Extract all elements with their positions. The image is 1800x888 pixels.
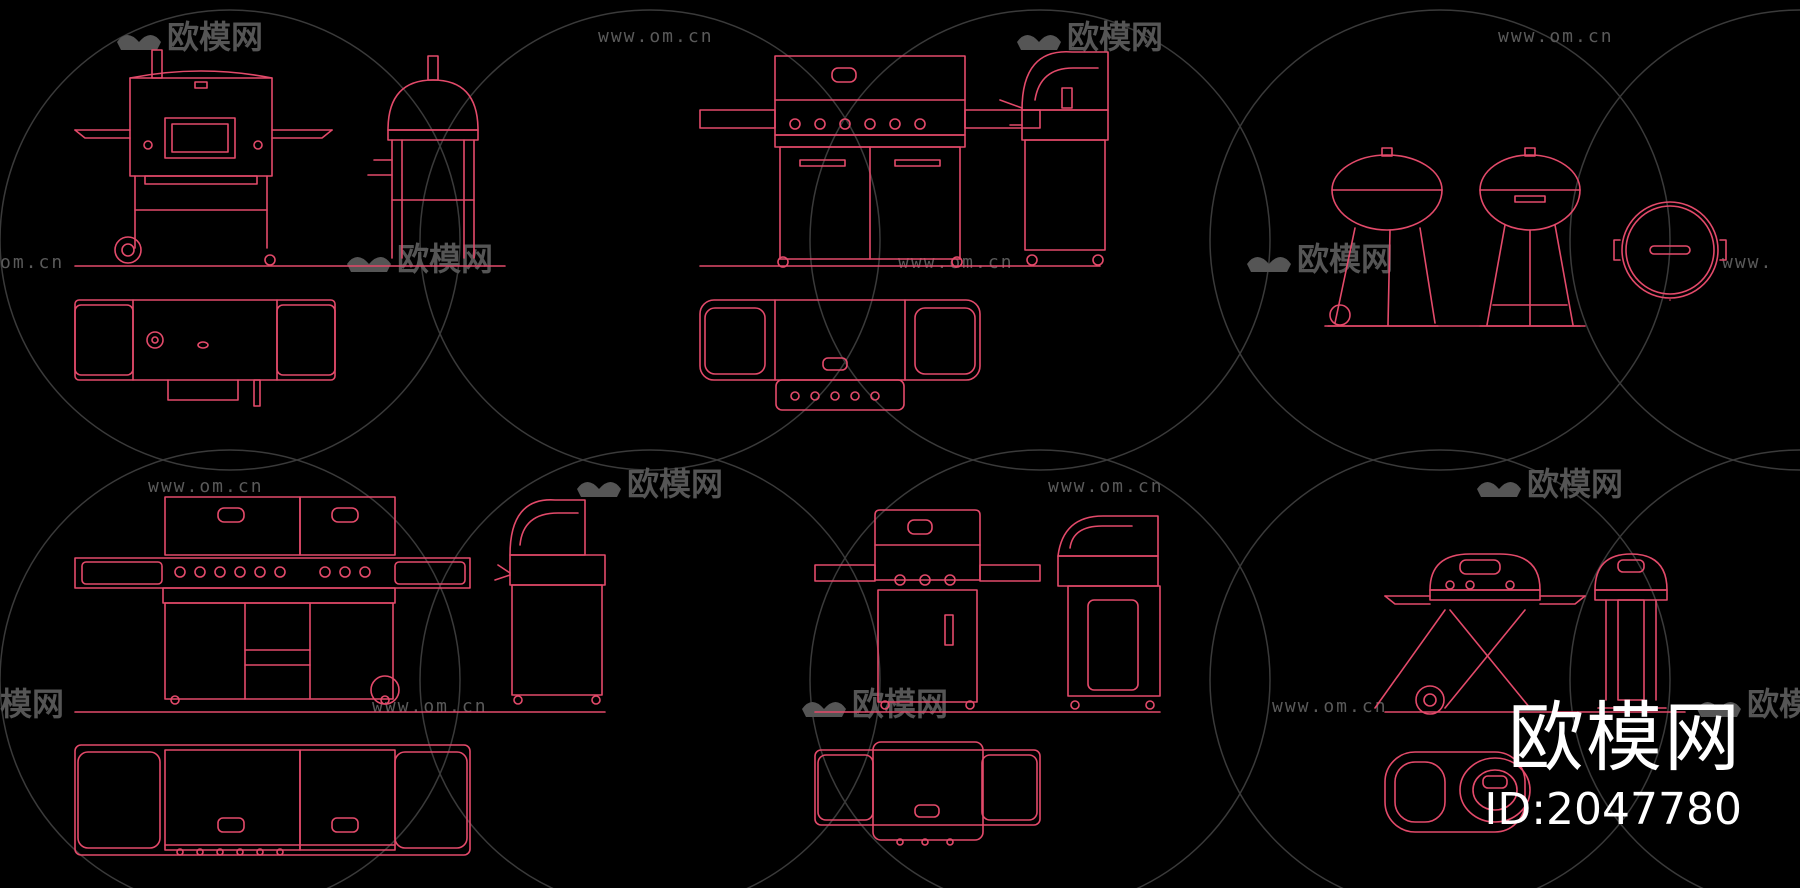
three-burner-gas-grill-side-view	[999, 51, 1109, 266]
ground-line	[74, 265, 1686, 713]
watermark-brand: 欧模网	[167, 18, 263, 56]
two-burner-gas-grill-side-view	[1057, 515, 1161, 710]
watermark-url: www.om.cn	[1048, 476, 1164, 497]
two-burner-gas-grill-top-view	[814, 741, 1041, 846]
six-burner-gas-grill-front-view	[74, 496, 471, 705]
pellet-smoker-grill-side-view	[367, 55, 479, 259]
pellet-smoker-grill-top-view	[74, 299, 336, 407]
portable-folding-grill-side-view	[1594, 553, 1668, 709]
watermark-logos: 欧模网 欧模网 欧模网 欧模网 欧模网 欧模网 欧模网 欧模网	[0, 18, 1800, 723]
watermark-brand: 欧模网	[397, 240, 493, 278]
watermark-url: www.om.cn	[1272, 696, 1388, 717]
overlay-brand: 欧模网	[1508, 693, 1742, 782]
watermark-url: www.om.cn	[898, 252, 1014, 273]
portable-folding-grill-top-view	[1384, 751, 1531, 833]
two-burner-gas-grill-front-view	[814, 509, 1041, 710]
kettle-charcoal-grill-top-view	[1613, 201, 1727, 299]
watermark-circles	[0, 9, 1800, 888]
portable-folding-grill-front-view	[1374, 553, 1586, 715]
overlay-id: ID:2047780	[1484, 784, 1742, 835]
watermark-brand-partial: 模网	[0, 685, 64, 723]
watermark-brand: 欧模网	[852, 685, 948, 723]
watermark-urls: www.om.cn www.om.cn om.cn www.om.cn www.…	[0, 26, 1773, 717]
watermark-url: www.om.cn	[1498, 26, 1614, 47]
watermark-url-short: om.cn	[0, 252, 64, 273]
watermark-brand: 欧模网	[1527, 465, 1623, 503]
pellet-smoker-grill-front-view	[74, 49, 333, 266]
watermark-url-prefix: www.	[1722, 252, 1773, 273]
watermark-brand: 欧模网	[1747, 685, 1800, 723]
three-burner-gas-grill-front-view	[699, 55, 1041, 268]
watermark-brand: 欧模网	[627, 465, 723, 503]
watermark-url: www.om.cn	[148, 476, 264, 497]
six-burner-gas-grill-side-view	[494, 499, 606, 705]
watermark-url: www.om.cn	[598, 26, 714, 47]
six-burner-gas-grill-top-view	[74, 744, 471, 856]
three-burner-gas-grill-top-view	[699, 299, 981, 411]
watermark-brand: 欧模网	[1067, 18, 1163, 56]
